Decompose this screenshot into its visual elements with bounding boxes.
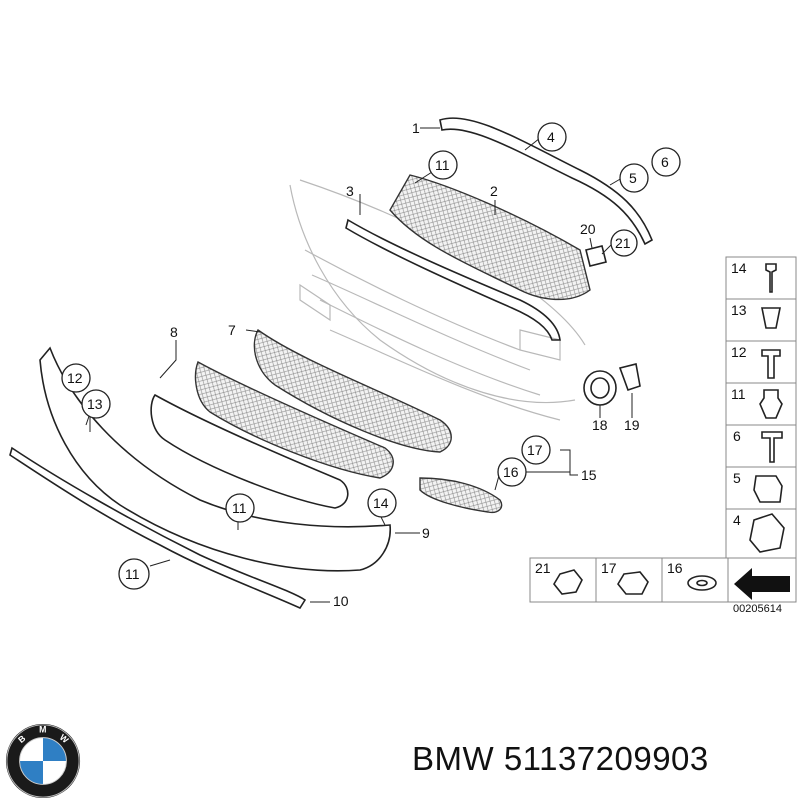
- bottom-fastener-panel: 21 17 16 00205614: [529, 557, 797, 615]
- part-7-lower-grille: [253, 328, 452, 453]
- side-panel-label-6: 6: [733, 428, 741, 444]
- side-fastener-panel: 14 13 12 11 6 5 4: [725, 256, 797, 562]
- callout-19: 19: [624, 417, 640, 433]
- callout-11b: 11: [232, 500, 247, 516]
- bottom-panel-cell-21: [529, 557, 597, 603]
- callout-10: 10: [333, 593, 349, 609]
- callout-7: 7: [228, 322, 236, 338]
- washer-icon: [687, 575, 717, 591]
- part-10-splitter: [9, 446, 307, 610]
- bottom-panel-cell-16: [661, 557, 729, 603]
- push-rivet-icon: [765, 263, 777, 293]
- callout-3: 3: [346, 183, 354, 199]
- callout-20: 20: [580, 221, 596, 237]
- callout-4: 4: [547, 129, 555, 145]
- expanding-clip-icon: [761, 307, 781, 329]
- callout-4-circle: [537, 122, 567, 152]
- callout-13-circle: [81, 389, 111, 419]
- callout-5: 5: [629, 170, 637, 186]
- svg-text:M: M: [39, 725, 46, 735]
- side-panel-cell-13: [725, 298, 797, 342]
- screw-icon: [761, 349, 781, 379]
- side-panel-cell-12: [725, 340, 797, 384]
- bumper-outline-ghost: [289, 179, 586, 421]
- callout-5-circle: [619, 163, 649, 193]
- svg-text:B: B: [16, 733, 27, 745]
- bottom-panel-label-21: 21: [535, 560, 551, 576]
- callout-16: 16: [503, 464, 519, 480]
- callout-15: 15: [581, 467, 597, 483]
- callout-18: 18: [592, 417, 608, 433]
- brand-part-label: BMW 51137209903: [412, 740, 709, 778]
- part-number: 51137209903: [503, 740, 709, 777]
- part-8-grille-frame: [150, 393, 349, 509]
- part-1-trim-strip: [439, 117, 654, 246]
- bottom-panel-label-16: 16: [667, 560, 683, 576]
- callout-14-circle: [367, 488, 397, 518]
- part-19-bracket: [618, 363, 641, 392]
- callout-21-circle: [610, 229, 638, 257]
- side-panel-label-13: 13: [731, 302, 747, 318]
- leader-lines: [85, 127, 633, 603]
- side-panel-cell-6: [725, 424, 797, 468]
- callout-17-circle: [521, 435, 551, 465]
- callout-12: 12: [67, 370, 83, 386]
- side-panel-cell-14: [725, 256, 797, 300]
- callout-17: 17: [527, 442, 543, 458]
- side-panel-cell-11: [725, 382, 797, 426]
- callout-13: 13: [87, 396, 103, 412]
- callout-11c-circle: [118, 558, 150, 590]
- spring-clip-icon: [749, 513, 785, 553]
- direction-arrow-icon: [734, 568, 790, 600]
- bmw-logo-icon: B M W: [5, 723, 81, 799]
- bottom-panel-label-17: 17: [601, 560, 617, 576]
- part-2-upper-grille: [389, 174, 591, 301]
- washer-hole-icon: [696, 579, 708, 587]
- callout-6: 6: [661, 154, 669, 170]
- hex-nut-icon: [553, 569, 583, 595]
- callout-11a: 11: [435, 157, 450, 173]
- side-panel-label-4: 4: [733, 512, 741, 528]
- callout-14: 14: [373, 495, 389, 511]
- flange-nut-icon: [617, 571, 649, 595]
- side-panel-label-12: 12: [731, 344, 747, 360]
- part-9-lower-spoiler: [39, 346, 391, 572]
- side-panel-label-5: 5: [733, 470, 741, 486]
- spreading-rivet-icon: [759, 389, 783, 419]
- callout-2: 2: [490, 183, 498, 199]
- part-18-round-cover: [583, 370, 617, 406]
- side-panel-label-11: 11: [731, 386, 746, 402]
- part-3-chrome-strip: [345, 218, 561, 341]
- side-panel-label-14: 14: [731, 260, 747, 276]
- drawing-number: 00205614: [733, 603, 782, 615]
- part-8-inner-grille: [194, 361, 394, 479]
- callout-16-circle: [497, 457, 527, 487]
- brand-spacer: [494, 740, 504, 777]
- part-15-emblem: [419, 477, 503, 514]
- callout-12-circle: [61, 363, 91, 393]
- brand-name: BMW: [412, 740, 495, 777]
- callout-1: 1: [412, 120, 420, 136]
- callout-8: 8: [170, 324, 178, 340]
- self-tapping-screw-icon: [761, 431, 783, 463]
- callout-9: 9: [422, 525, 430, 541]
- callout-6-circle: [651, 147, 681, 177]
- callout-11b-circle: [225, 493, 255, 523]
- callout-11a-circle: [428, 150, 458, 180]
- part-20-clip: [585, 245, 607, 267]
- nut-clip-icon: [753, 475, 783, 503]
- callout-21: 21: [615, 235, 631, 251]
- callout-11c: 11: [125, 566, 140, 582]
